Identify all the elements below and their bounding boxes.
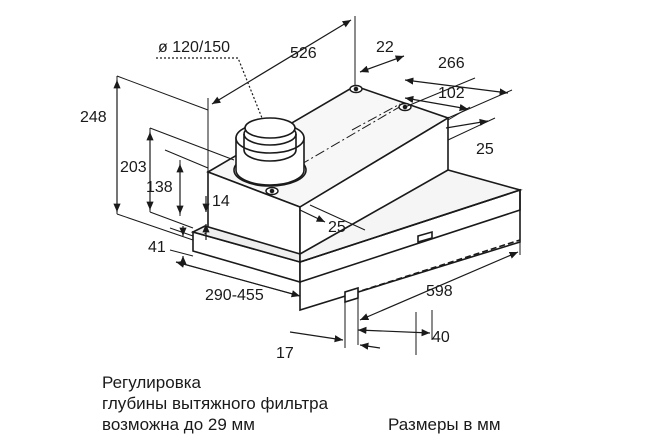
duct-diameter-leader (156, 57, 263, 119)
label-598: 598 (426, 283, 453, 300)
telescopic-panel (190, 169, 523, 312)
label-138: 138 (146, 179, 173, 196)
label-266: 266 (438, 55, 465, 72)
panel-handle (417, 230, 433, 244)
label-248: 248 (80, 109, 107, 126)
note-line-1: Регулировка (102, 373, 201, 392)
label-14: 14 (212, 193, 230, 210)
units-note: Размеры в мм (388, 415, 501, 434)
label-25-right: 25 (476, 141, 494, 158)
filter-adjust-note: Регулировка глубины вытяжного фильтра во… (102, 372, 328, 435)
mounting-holes (265, 84, 412, 196)
duct-collar (233, 117, 307, 187)
note-line-2: глубины вытяжного фильтра (102, 394, 329, 413)
label-40: 40 (432, 329, 450, 346)
top-center-line (299, 101, 409, 166)
label-41: 41 (148, 239, 166, 256)
label-17: 17 (276, 345, 294, 362)
label-25-front: 25 (328, 219, 346, 236)
label-526: 526 (290, 45, 317, 62)
dimension-labels: ø 120/150 526 22 266 102 25 248 203 138 … (80, 39, 494, 362)
note-line-3: возможна до 29 мм (102, 415, 255, 434)
label-290-455: 290-455 (205, 287, 264, 304)
dimension-arrows (113, 19, 519, 350)
label-102: 102 (438, 85, 465, 102)
label-203: 203 (120, 159, 147, 176)
label-duct-diameter: ø 120/150 (158, 39, 230, 56)
label-22: 22 (376, 39, 394, 56)
